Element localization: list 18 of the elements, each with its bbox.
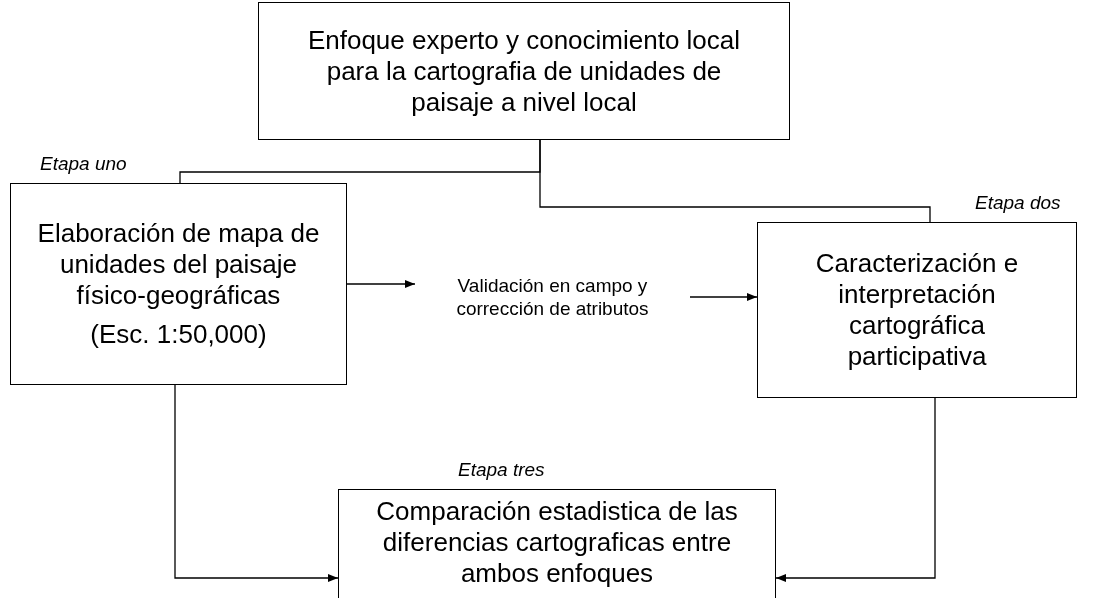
box-text: Elaboración de mapa de unidades del paisaje físico-geográficas [37, 218, 320, 311]
stage-label: Etapa uno [40, 153, 127, 175]
process-box [338, 489, 776, 598]
arrow [346, 280, 416, 288]
process-box [757, 222, 1077, 398]
arrow [775, 397, 936, 582]
arrow [689, 293, 758, 301]
arrow [174, 384, 339, 582]
box-text: Enfoque experto y conocimiento local para la cartografia de unidades de paisaje a nivel local [306, 24, 742, 118]
scale-note: (Esc. 1:50,000) [90, 319, 267, 350]
box-text: Comparación estadistica de las diferencias cartograficas entre ambos enfoques [375, 496, 739, 589]
step-label: Validación en campo y corrección de atributos [455, 274, 650, 320]
stage-label: Etapa tres [458, 459, 545, 481]
connector-line [539, 139, 931, 223]
box-text: Caracterización e interpretación cartográfica participativa [814, 248, 1020, 372]
stage-label: Etapa dos [975, 192, 1061, 214]
process-box [258, 2, 790, 140]
process-box [10, 183, 347, 385]
